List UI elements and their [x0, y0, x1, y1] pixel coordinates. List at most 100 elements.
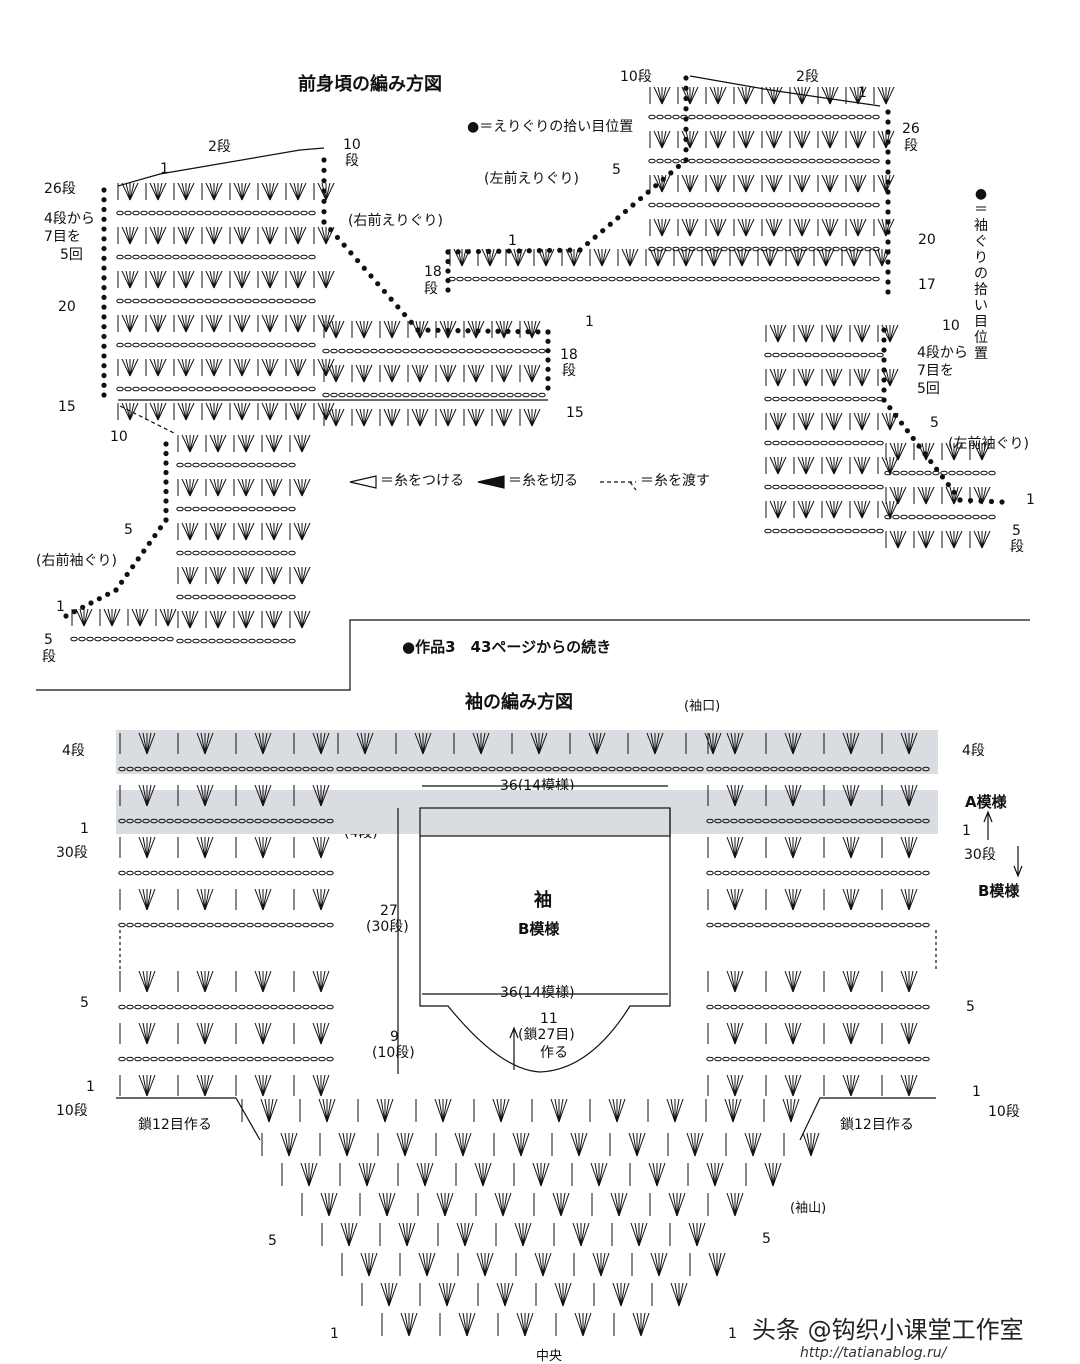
arm-left-front-ext-stitch — [917, 486, 927, 505]
sleeve-right-upper-stitch — [846, 732, 852, 755]
front-right-upper-chain — [164, 298, 172, 304]
sleeve-left-upper-stitch — [262, 836, 272, 859]
arm-right-front-stitch — [217, 522, 227, 541]
front-left-lower-chain — [480, 276, 488, 282]
arm-left-front-chain — [764, 440, 772, 446]
front-right-upper-chain — [148, 298, 156, 304]
sleeve-left-upper-stitch — [312, 836, 322, 859]
front-left-upper-chain — [680, 114, 688, 120]
front-right-upper-chain — [268, 210, 276, 216]
arm-right-front-stitch — [245, 478, 251, 497]
pickup-dot — [321, 219, 327, 225]
arm-left-front-stitch — [769, 324, 779, 343]
sleeve-cap-row-stitch — [634, 1222, 640, 1247]
sleeve-cap-row-stitch — [328, 1192, 334, 1217]
front-right-lower-chain — [386, 392, 394, 398]
pickup-dot — [101, 216, 107, 222]
sleeve-right-upper-chain — [826, 870, 834, 876]
sleeve-cap-row-stitch — [348, 1222, 358, 1247]
front-left-upper-stitch — [661, 130, 667, 149]
front-right-upper-chain — [204, 210, 212, 216]
front-left-upper-chain — [872, 114, 880, 120]
sleeve-left-lower-chain — [246, 1056, 254, 1062]
sleeve-left-upper-stitch — [312, 784, 322, 807]
sleeve-right-upper-stitch — [842, 836, 852, 859]
front-left-lower-chain — [856, 276, 864, 282]
front-left-upper-chain — [776, 114, 784, 120]
front-right-upper-stitch — [149, 270, 159, 289]
sleeve-cap-row-stitch — [630, 1222, 640, 1247]
sleeve-left-upper-chain — [310, 818, 318, 824]
front-left-upper-chain — [728, 158, 736, 164]
sleeve-cap-row-stitch — [492, 1098, 502, 1123]
front-right-upper-stitch — [269, 226, 279, 245]
sleeve-center-top-stitch — [364, 732, 370, 755]
pickup-dot — [101, 392, 107, 398]
label-left-arm: (左前袖ぐり) — [948, 436, 1029, 452]
sleeve-cap-row-stitch — [384, 1282, 390, 1307]
pickup-dot — [455, 249, 461, 255]
sleeve-left-upper-chain — [118, 870, 126, 876]
row-label: 10段 — [620, 69, 652, 85]
sleeve-cap-row-stitch — [466, 1312, 472, 1337]
sleeve-right-lower-stitch — [788, 1022, 794, 1045]
arm-left-front-ext-chain — [980, 470, 988, 476]
front-right-lower-chain — [426, 392, 434, 398]
sleeve-right-upper-chain — [882, 870, 890, 876]
arm-right-front-stitch — [269, 610, 275, 629]
front-left-upper-stitch — [801, 130, 811, 149]
sleeve-cap-row-stitch — [790, 1098, 800, 1123]
front-right-lower-stitch — [331, 364, 337, 383]
sleeve-left-upper-chain — [238, 870, 246, 876]
sleeve-left-upper-stitch — [146, 888, 152, 911]
front-left-upper-stitch — [821, 218, 831, 237]
sleeve-left-lower-chain — [270, 1004, 278, 1010]
sleeve-right-lower-chain — [890, 1004, 898, 1010]
arm-right-front-chain — [216, 506, 224, 512]
front-right-lower-stitch — [359, 364, 365, 383]
sleeve-right-upper-chain — [730, 922, 738, 928]
front-left-upper-stitch — [793, 86, 803, 105]
pickup-dot — [515, 328, 521, 335]
sleeve-left-lower-stitch — [204, 970, 210, 993]
pickup-dot — [951, 489, 957, 495]
front-right-upper-stitch — [289, 358, 299, 377]
sleeve-cap-row-stitch — [476, 1252, 486, 1277]
arm-left-front-stitch — [833, 324, 839, 343]
front-right-upper-stitch — [149, 358, 159, 377]
arm-left-front-stitch — [805, 412, 815, 431]
sleeve-right-upper-chain — [874, 766, 882, 772]
pickup-dot — [465, 249, 471, 255]
pickup-dot — [101, 304, 107, 310]
arm-left-front-stitch — [857, 368, 863, 387]
sleeve-cap-row-stitch — [802, 1132, 812, 1157]
front-left-upper-chain — [648, 114, 656, 120]
pickup-dot — [885, 119, 891, 125]
front-right-upper-stitch — [185, 402, 195, 421]
front-left-upper-chain — [752, 246, 760, 252]
pickup-dot — [485, 328, 491, 334]
front-left-upper-chain — [752, 158, 760, 164]
sleeve-right-upper-stitch — [726, 784, 736, 807]
front-left-upper-chain — [872, 246, 880, 252]
front-left-upper-stitch — [821, 174, 831, 193]
front-left-lower-chain — [680, 276, 688, 282]
front-right-upper-stitch — [157, 402, 163, 421]
arm-right-front-chain — [200, 638, 208, 644]
front-left-upper-chain — [744, 114, 752, 120]
front-right-upper-stitch — [121, 314, 131, 333]
arm-left-front-stitch — [777, 456, 787, 475]
sleeve-right-upper-chain — [770, 818, 778, 824]
sleeve-left-upper-chain — [126, 922, 134, 928]
sleeve-center-top-chain — [352, 766, 360, 772]
front-left-lower-stitch — [845, 248, 855, 267]
sleeve-cap-row-stitch — [402, 1222, 408, 1247]
arm-right-front-chain — [240, 638, 248, 644]
arm-left-front-chain — [876, 396, 884, 402]
front-right-upper-stitch — [325, 270, 331, 289]
sleeve-right-lower-chain — [794, 1004, 802, 1010]
front-right-lower-chain — [522, 392, 530, 398]
sleeve-cap-row-stitch — [408, 1312, 418, 1337]
front-right-upper-stitch — [185, 270, 191, 289]
arm-right-front-stitch — [273, 522, 283, 541]
